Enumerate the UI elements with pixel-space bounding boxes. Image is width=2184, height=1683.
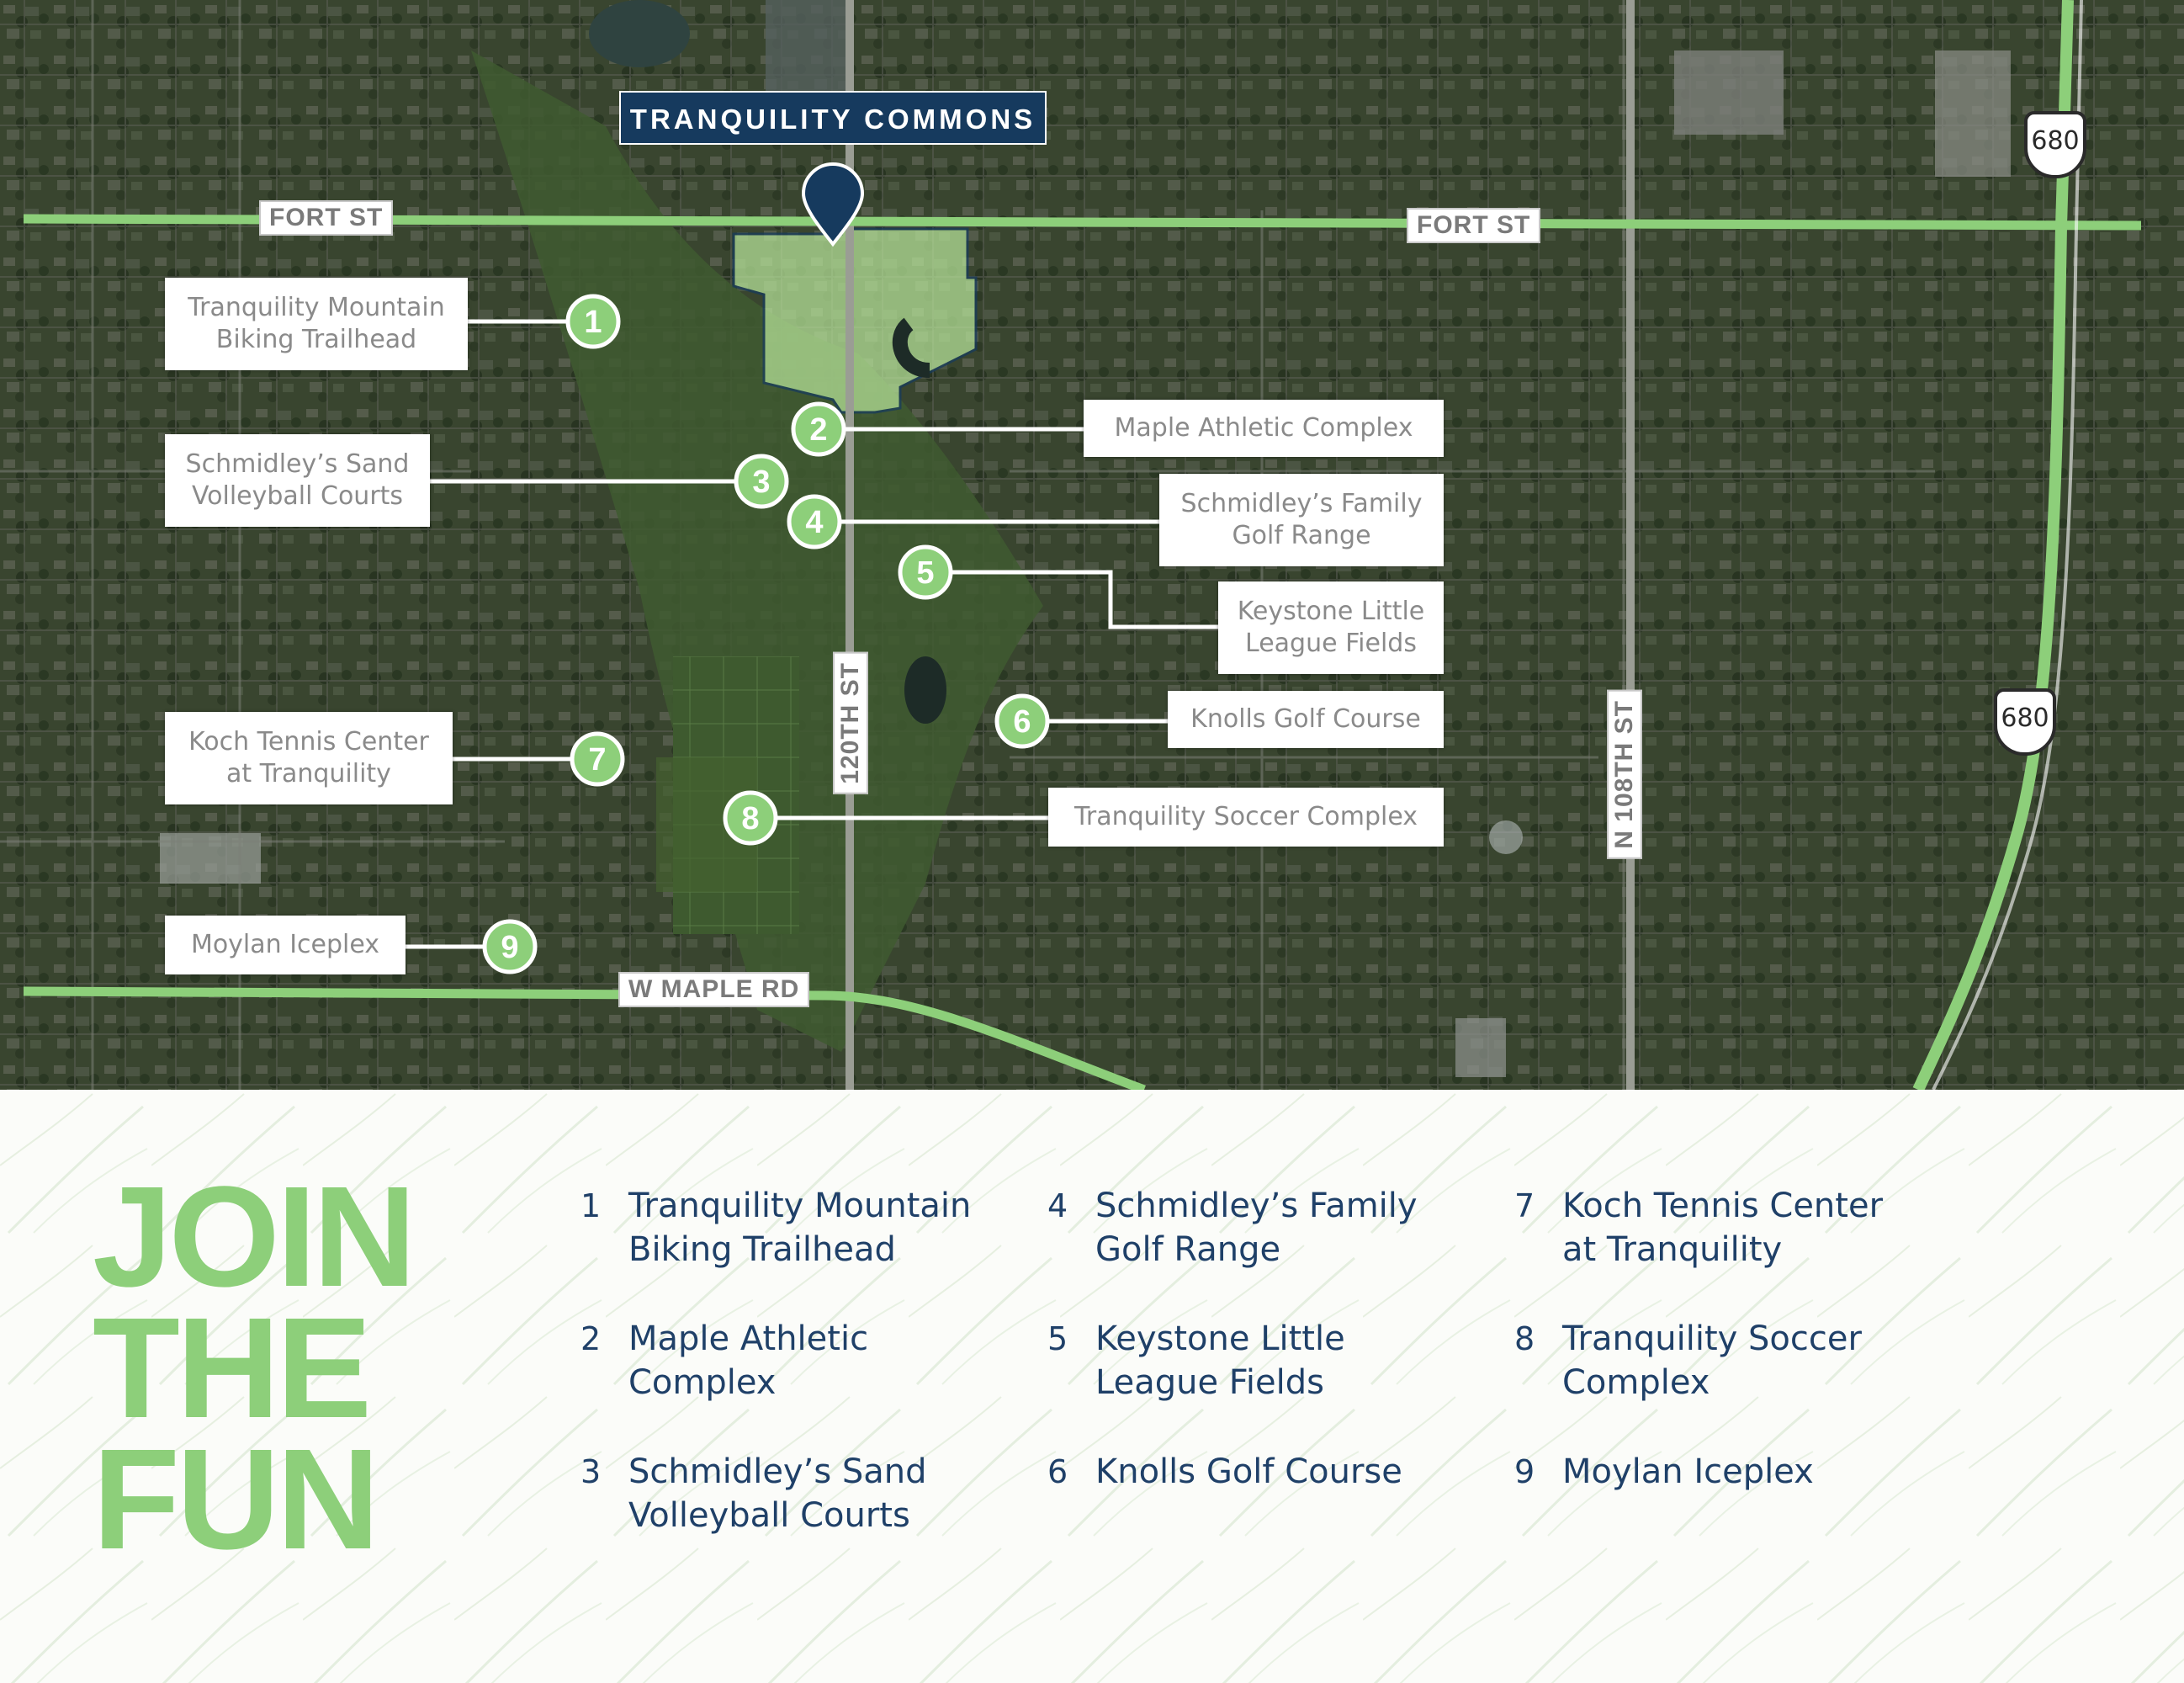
legend-number: 8 <box>1514 1320 1535 1357</box>
map-marker-3 <box>734 454 789 509</box>
road-label-w-maple-rd: W MAPLE RD <box>618 972 810 1007</box>
map-label-5: Keystone Little League Fields <box>1218 581 1444 674</box>
legend-number: 2 <box>580 1320 602 1357</box>
legend-number: 1 <box>580 1187 602 1224</box>
map-label-9: Moylan Iceplex <box>165 916 406 974</box>
map-label-6: Knolls Golf Course <box>1168 691 1444 748</box>
road-label-fort-st-east: FORT ST <box>1407 208 1541 243</box>
map-label-2: Maple Athletic Complex <box>1084 400 1444 457</box>
road-label-120th-st: 120TH ST <box>833 652 868 794</box>
marker-group: 1 2 34 5 6 7 8 9 <box>482 294 1050 974</box>
road-label-fort-st-west: FORT ST <box>259 200 394 236</box>
map-marker-4 <box>787 494 842 549</box>
legend-text: Koch Tennis Center at Tranquility <box>1562 1187 1884 1269</box>
map-marker-2 <box>791 401 846 457</box>
map-label-1: Tranquility Mountain Biking Trailhead <box>165 278 468 370</box>
legend-number: 9 <box>1514 1453 1535 1490</box>
legend-text: Schmidley’s Sand Volleyball Courts <box>628 1452 927 1535</box>
interstate-680-shield-south: 680 <box>1994 688 2056 756</box>
legend-number: 5 <box>1047 1320 1068 1357</box>
map-marker-5 <box>898 544 953 600</box>
legend-text: Knolls Golf Course <box>1095 1452 1402 1491</box>
map-marker-7 <box>570 731 625 787</box>
map-marker-number: 2 <box>809 412 827 448</box>
location-pin-icon <box>801 162 865 247</box>
map-marker-number: 1 <box>584 305 602 340</box>
legend-text: Keystone Little League Fields <box>1095 1319 1345 1402</box>
legend-number: 6 <box>1047 1453 1068 1490</box>
legend-text: Tranquility Soccer Complex <box>1562 1319 1862 1402</box>
map-graphics: 1 2 34 5 6 7 8 9 <box>0 0 2184 1090</box>
legend-section: JOIN THE FUN 1 Tranquility Mountain Biki… <box>0 1090 2184 1683</box>
map-marker-9 <box>482 919 538 974</box>
legend-number: 7 <box>1514 1187 1535 1224</box>
headline-fun: FUN <box>93 1420 379 1579</box>
map-label-7: Koch Tennis Center at Tranquility <box>165 712 453 804</box>
interstate-680-shield-north: 680 <box>2024 111 2086 178</box>
legend-text: Schmidley’s Family Golf Range <box>1095 1187 1418 1269</box>
map-label-3: Schmidley’s Sand Volleyball Courts <box>165 434 430 527</box>
legend-number: 3 <box>580 1453 602 1490</box>
map-marker-number: 6 <box>1013 704 1031 740</box>
map-marker-number: 3 <box>752 465 770 500</box>
map-marker-number: 9 <box>501 930 518 965</box>
map-marker-number: 5 <box>916 555 934 591</box>
map-marker-8 <box>723 790 778 846</box>
map-marker-number: 8 <box>741 801 759 836</box>
legend-text: Tranquility Mountain Biking Trailhead <box>628 1187 972 1269</box>
headline-join: JOIN <box>93 1157 416 1317</box>
map-marker-1 <box>565 294 621 349</box>
legend-number: 4 <box>1047 1187 1068 1224</box>
map-label-8: Tranquility Soccer Complex <box>1048 788 1444 847</box>
legend-text: Moylan Iceplex <box>1562 1452 1814 1491</box>
map-title: TRANQUILITY COMMONS <box>619 91 1047 145</box>
road-label-108th-st: N 108TH ST <box>1607 690 1642 859</box>
legend-text: Maple Athletic Complex <box>628 1319 869 1402</box>
leaf-background <box>0 1090 2184 1683</box>
map-marker-number: 7 <box>588 742 606 778</box>
map-marker-6 <box>994 693 1050 749</box>
headline-the: THE <box>93 1288 372 1448</box>
map-label-4: Schmidley’s Family Golf Range <box>1159 474 1444 566</box>
map-marker-number: 4 <box>805 505 823 540</box>
